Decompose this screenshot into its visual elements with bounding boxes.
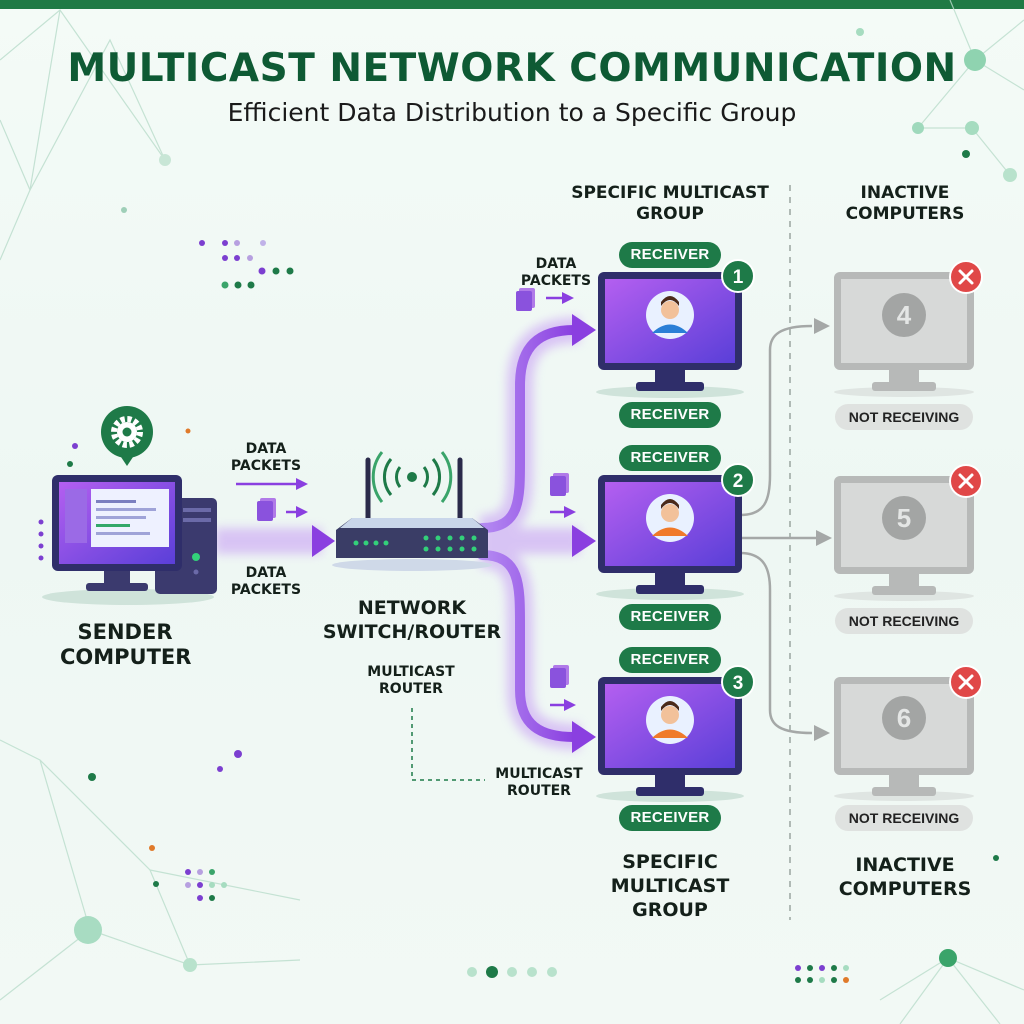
- group-heading-bottom: SPECIFIC MULTICAST GROUP: [610, 851, 730, 921]
- inactive-branch-lines: [739, 324, 816, 735]
- page-subtitle: Efficient Data Distribution to a Specifi…: [227, 98, 797, 127]
- receiver-computer-2: [596, 475, 744, 600]
- inactive-5-number: 5: [897, 503, 911, 533]
- multicast-router-label-1: MULTICAST ROUTER: [367, 664, 455, 697]
- background-node-dots: [67, 28, 1017, 972]
- inactive-computer-5: [834, 476, 974, 601]
- receiver-1-number: 1: [733, 267, 744, 288]
- receiver-2-number: 2: [733, 471, 744, 492]
- multicast-flow-lines: [210, 325, 579, 742]
- receiver-badge-3-top: RECEIVER: [619, 647, 721, 673]
- inactive-4-number: 4: [897, 300, 912, 330]
- data-packets-label-top: DATA PACKETS: [230, 441, 302, 474]
- receiver-badge-3-bottom: RECEIVER: [619, 805, 721, 831]
- top-accent-bar: [0, 0, 1024, 9]
- pagination-dots: [467, 966, 557, 978]
- inactive-heading-bottom: INACTIVE COMPUTERS: [838, 854, 972, 900]
- close-icon: [949, 260, 983, 699]
- inactive-number-labels: 4 5 6: [897, 300, 912, 733]
- data-packets-label-group: DATA PACKETS: [520, 256, 592, 289]
- gear-icon: [101, 406, 153, 466]
- multicast-router-label-2: MULTICAST ROUTER: [495, 766, 583, 799]
- inactive-branch-arrowheads: [814, 318, 832, 741]
- receiver-number-badges: 1 2 3: [721, 259, 755, 699]
- packet-arrows: [236, 292, 576, 711]
- page-title: MULTICAST NETWORK COMMUNICATION: [67, 46, 957, 91]
- inactive-computer-6: [834, 677, 974, 801]
- receiver-computer-3: [596, 677, 744, 802]
- receiver-badge-2-bottom: RECEIVER: [619, 604, 721, 630]
- receiver-badge-2-top: RECEIVER: [619, 445, 721, 471]
- inactive-computer-4: [834, 272, 974, 397]
- receiver-computer-1: [596, 272, 744, 398]
- multicast-router-connector: [411, 708, 485, 781]
- inactive-6-number: 6: [897, 703, 911, 733]
- router-icon: [332, 451, 492, 571]
- receiver-badge-1-top: RECEIVER: [619, 242, 721, 268]
- data-packets-label-bottom: DATA PACKETS: [230, 565, 302, 598]
- not-receiving-badge-6: NOT RECEIVING: [835, 805, 973, 831]
- not-receiving-badge-5: NOT RECEIVING: [835, 608, 973, 634]
- sender-computer: [42, 475, 217, 605]
- not-receiving-badge-4: NOT RECEIVING: [835, 404, 973, 430]
- flow-arrowheads: [312, 314, 596, 753]
- receiver-badge-1-bottom: RECEIVER: [619, 402, 721, 428]
- receiver-3-number: 3: [733, 673, 744, 694]
- switch-label: NETWORK SWITCH/ROUTER: [322, 597, 502, 643]
- decorative-dot-cluster: [38, 240, 849, 983]
- inactive-heading-top: INACTIVE COMPUTERS: [845, 183, 965, 224]
- group-heading-top: SPECIFIC MULTICAST GROUP: [571, 183, 769, 224]
- sender-label: SENDER COMPUTER: [60, 620, 192, 669]
